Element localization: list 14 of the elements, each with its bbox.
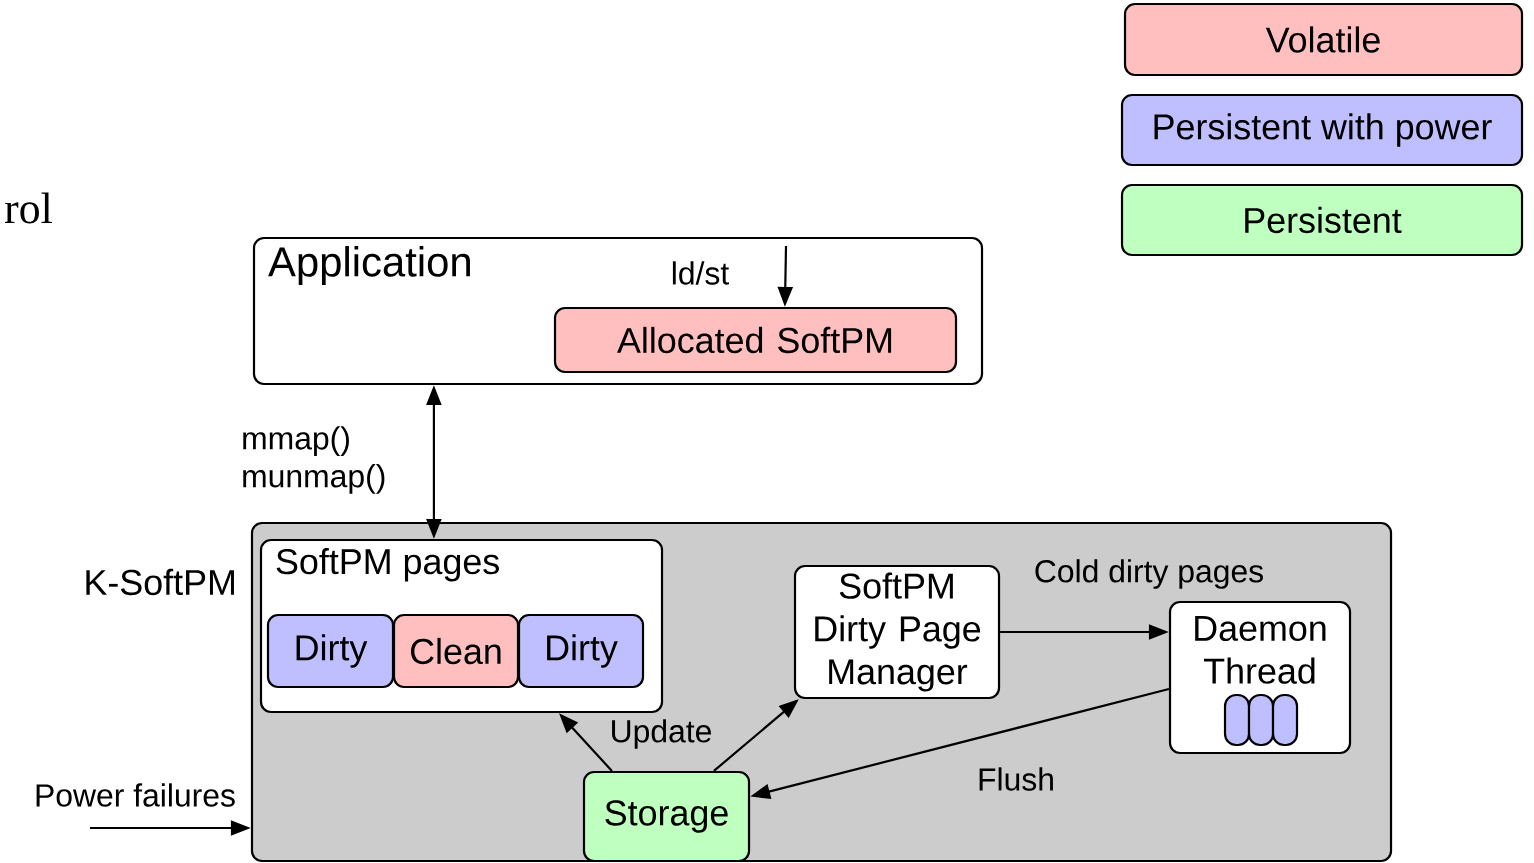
edge-label: mmap() munmap() [243, 426, 385, 494]
memory-box: Allocated SoftPM [553, 306, 958, 374]
node-label: K-SoftPM [86, 568, 234, 596]
page-box: Dirty [266, 613, 395, 689]
page-box: Dirty [517, 613, 645, 689]
storage-box: Storage [582, 770, 751, 863]
manager-box: SoftPM Dirty Page Manager [793, 564, 1001, 700]
edge-label: ld/st [672, 261, 729, 285]
cut-off-text: rol [5, 192, 52, 224]
edge-label: Flush [979, 767, 1053, 791]
edge-label: Update [612, 719, 711, 749]
edge-label: Power failures [36, 783, 235, 807]
edge-label: Cold dirty pages [1035, 559, 1263, 589]
page-box: Clean [392, 613, 520, 689]
